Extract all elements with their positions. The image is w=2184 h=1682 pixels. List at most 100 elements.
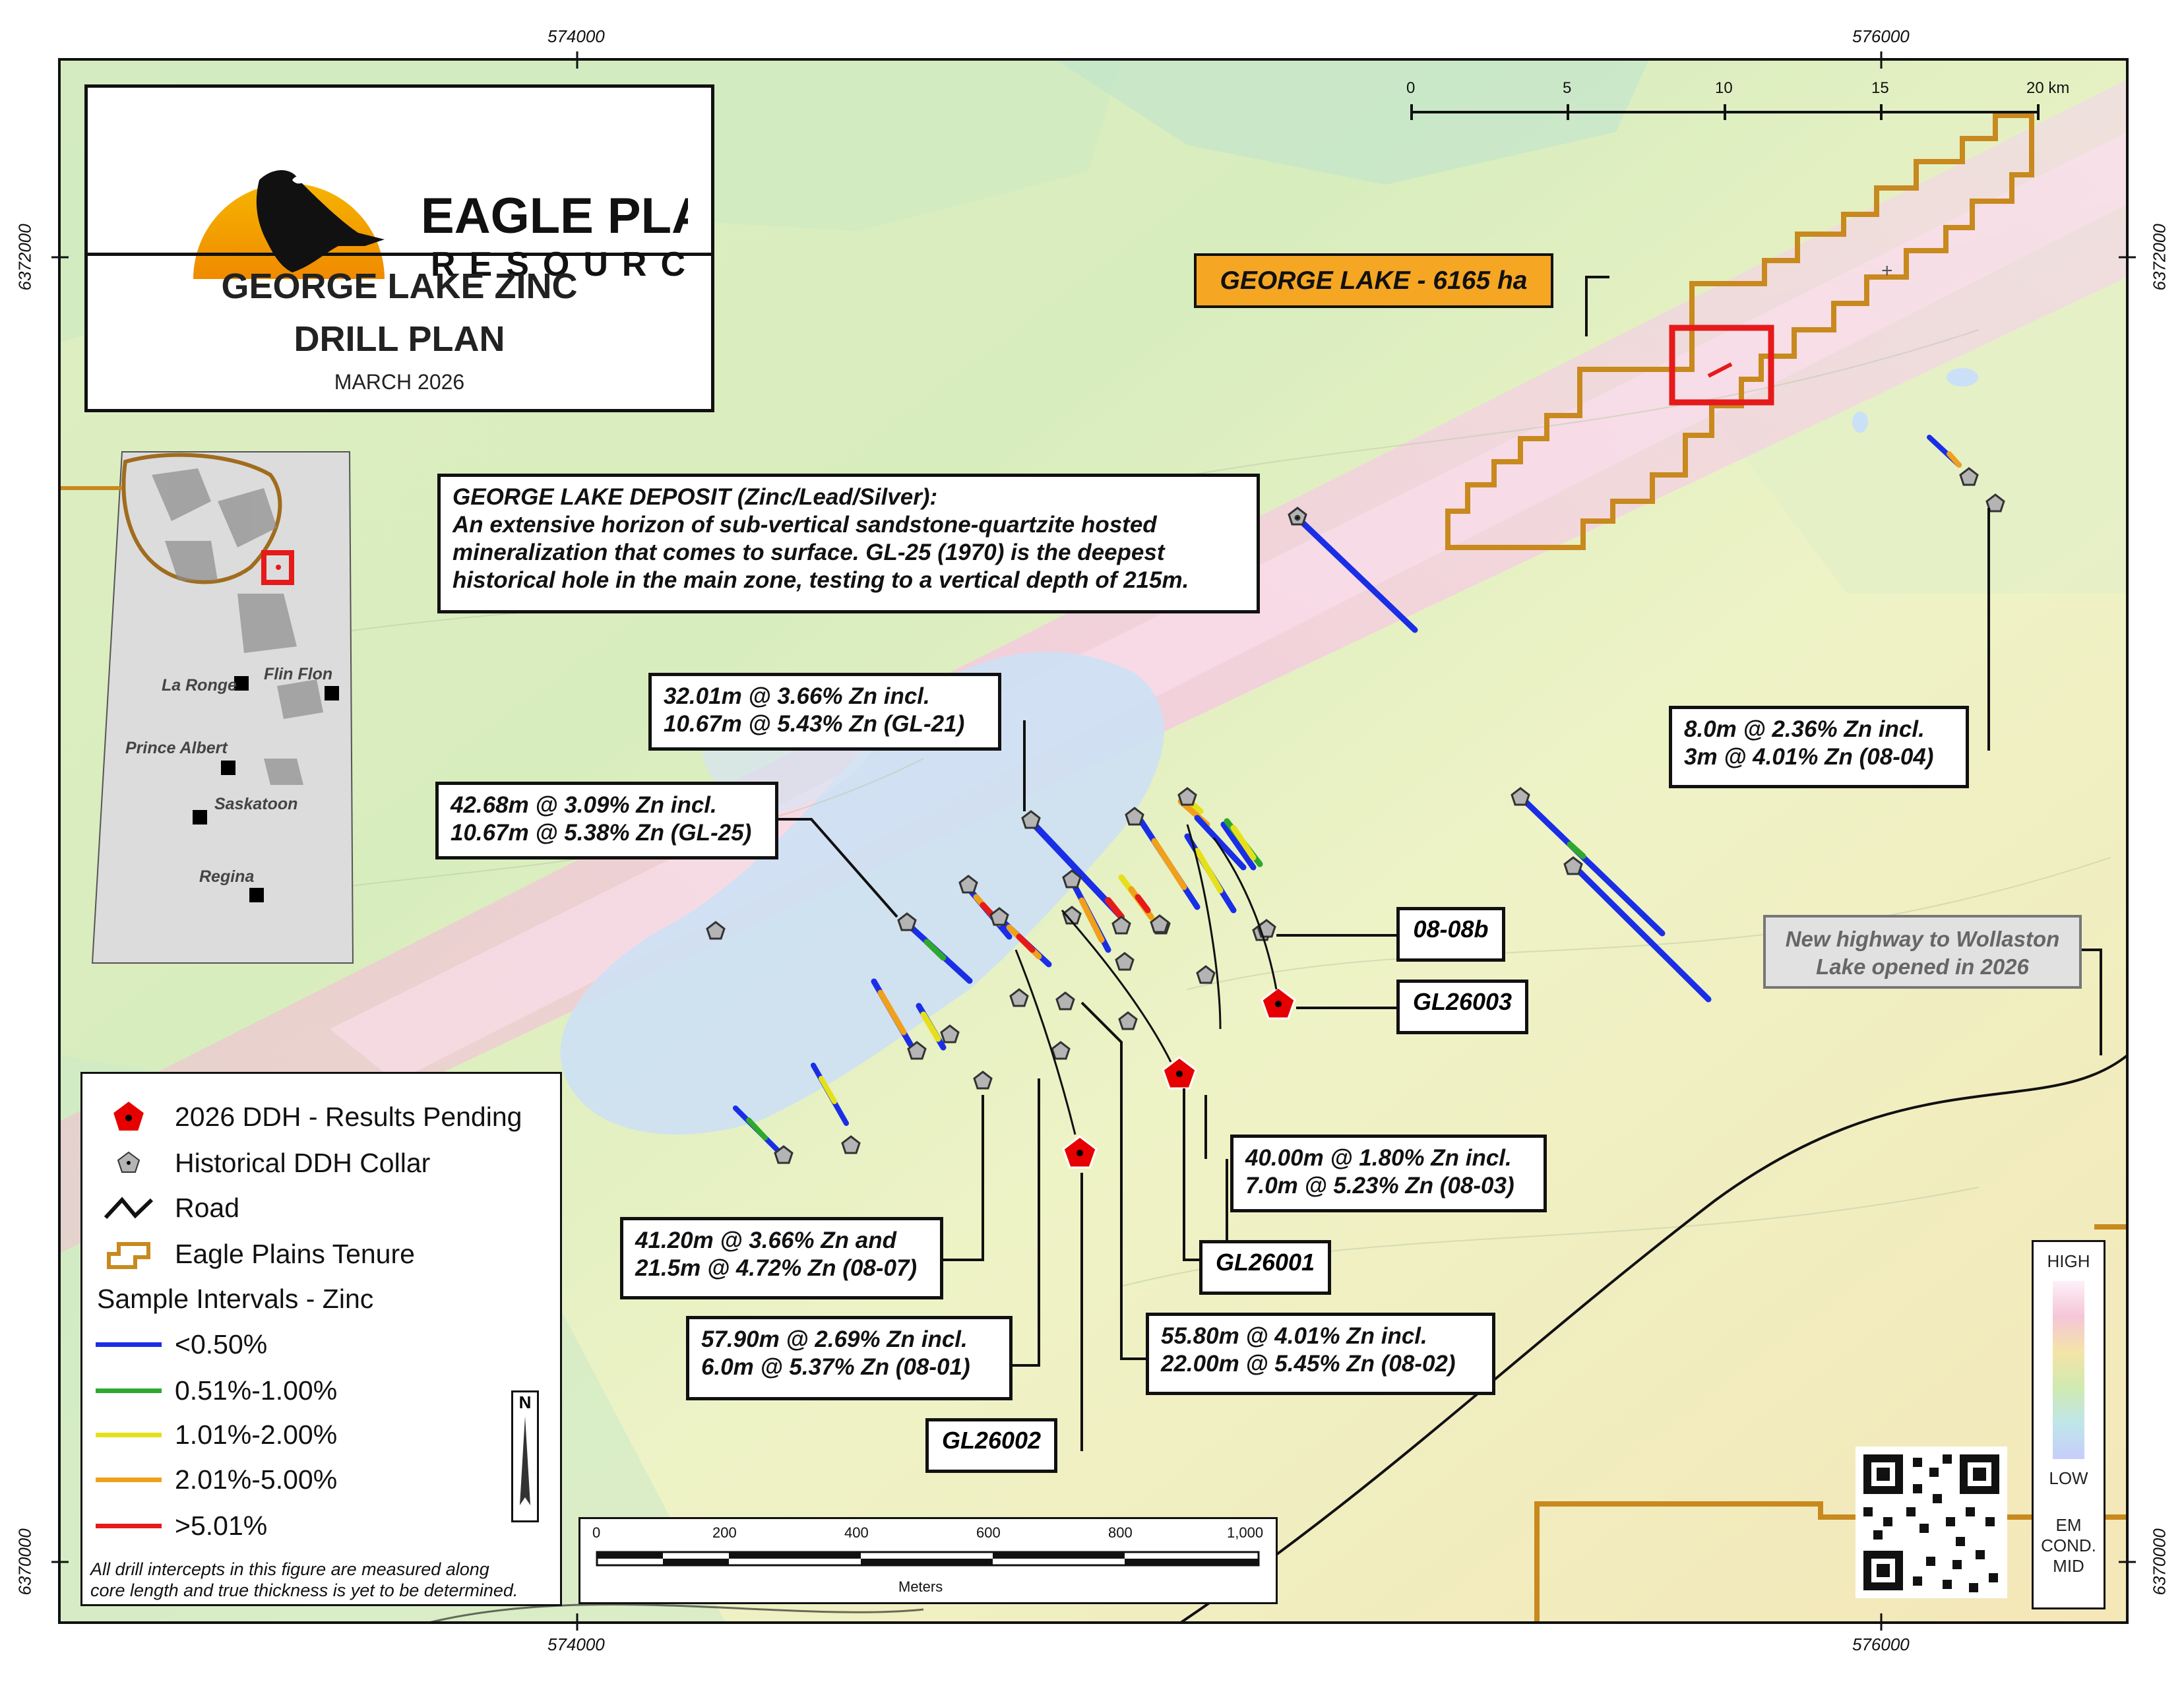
inset-town-la-ronge: La Ronge — [162, 676, 237, 695]
inset-town-regina: Regina — [199, 867, 255, 886]
tenure-outline — [1445, 113, 2034, 550]
historical-collar-icon — [1959, 467, 1979, 486]
deposit-note: GEORGE LAKE DEPOSIT (Zinc/Lead/Silver): … — [437, 474, 1260, 613]
intercept-gl21-line1: 32.01m @ 3.66% Zn incl. — [664, 683, 930, 709]
trace-main-h — [1220, 821, 1257, 871]
legend-label-bin-1: 0.51%-1.00% — [175, 1375, 338, 1406]
m-scale-tick-0: 0 — [592, 1524, 601, 1541]
deposit-note-heading: GEORGE LAKE DEPOSIT (Zinc/Lead/Silver): — [452, 484, 938, 510]
hole-label-gl26001: GL26001 — [1199, 1240, 1331, 1295]
trace-main-e — [1138, 818, 1201, 910]
hole-label-gl26003: GL26003 — [1396, 980, 1528, 1034]
legend-label-historical: Historical DDH Collar — [175, 1147, 431, 1178]
trace-sw1 — [871, 978, 914, 1047]
svg-text:EAGLE PLAINS: EAGLE PLAINS — [421, 188, 688, 244]
legend: 2026 DDH - Results Pending Historical DD… — [80, 1072, 562, 1606]
m-scale-tick-800: 800 — [1108, 1524, 1133, 1541]
map-frame — [58, 58, 2129, 1624]
historical-collar-icon — [1118, 1011, 1138, 1030]
intercept-0804-line2: 3m @ 4.01% Zn (08-04) — [1684, 744, 1934, 770]
intercept-gl21: 32.01m @ 3.66% Zn incl. 10.67m @ 5.43% Z… — [648, 673, 1001, 751]
grid-label-right-6370000: 6370000 — [2149, 1528, 2169, 1596]
trace-gl21 — [1028, 818, 1125, 920]
new-ddh-legend-icon — [111, 1100, 146, 1132]
legend-label-tenure: Eagle Plains Tenure — [175, 1238, 415, 1269]
intercept-0801-line1: 57.90m @ 2.69% Zn incl. — [701, 1326, 968, 1352]
m-scale-tick-400: 400 — [844, 1524, 869, 1541]
drill-traces — [733, 435, 1962, 1154]
highway-note-line2: Lake opened in 2026 — [1816, 954, 2029, 979]
legend-label-sample-heading: Sample Intervals - Zinc — [97, 1284, 374, 1314]
trace-0808b — [1194, 815, 1247, 871]
intercept-0802-line1: 55.80m @ 4.01% Zn incl. — [1161, 1323, 1427, 1349]
legend-footnote-line1: All drill intercepts in this figure are … — [90, 1559, 489, 1579]
legend-row-tenure: Eagle Plains Tenure — [96, 1237, 415, 1270]
road-legend-icon — [104, 1197, 154, 1220]
grid-label-left-6372000: 6372000 — [15, 224, 35, 291]
tenure-legend-icon — [107, 1242, 150, 1269]
legend-row-bin-4: >5.01% — [96, 1509, 267, 1542]
intercept-gl21-line2: 10.67m @ 5.43% Zn (GL-21) — [664, 711, 965, 737]
legend-label-bin-3: 2.01%-5.00% — [175, 1464, 338, 1495]
historical-collar-icon — [841, 1135, 861, 1154]
km-scale-bar — [1410, 104, 2040, 120]
intercept-0803-line1: 40.00m @ 1.80% Zn incl. — [1245, 1145, 1512, 1171]
historical-collar-icon — [1115, 952, 1135, 971]
m-scale-unit: Meters — [898, 1578, 943, 1595]
historical-collar-icon — [973, 1071, 993, 1090]
legend-row-bin-3: 2.01%-5.00% — [96, 1463, 337, 1496]
new-ddh-gl26002-icon — [1062, 1135, 1098, 1169]
legend-label-road: Road — [175, 1192, 240, 1223]
intercept-0803-line2: 7.0m @ 5.23% Zn (08-03) — [1245, 1173, 1514, 1199]
historical-collar-icon — [1177, 787, 1197, 806]
historical-collars — [706, 467, 2005, 1164]
meters-scale-graphic — [596, 1551, 1260, 1567]
intercept-0802-line2: 22.00m @ 5.45% Zn (08-02) — [1161, 1351, 1456, 1377]
highway-note-line1: New highway to Wollaston — [1785, 927, 2060, 951]
meters-scale-bar: 0 200 400 600 800 1,000 Meters — [578, 1517, 1278, 1604]
historical-ddh-legend-icon — [117, 1151, 140, 1173]
em-legend-line1: EM — [2055, 1515, 2082, 1535]
grid-label-top-574000: 574000 — [547, 26, 605, 46]
m-scale-tick-200: 200 — [712, 1524, 737, 1541]
km-scale-tick-10: 10 — [1715, 79, 1733, 97]
em-legend-line2: COND. — [2041, 1536, 2096, 1555]
trace-northwest — [1294, 514, 1418, 633]
km-scale-tick-0: 0 — [1406, 79, 1416, 97]
historical-collar-icon — [1009, 988, 1029, 1007]
bin-3-swatch — [96, 1477, 162, 1482]
em-legend-ramp — [2053, 1281, 2084, 1459]
intercept-0803: 40.00m @ 1.80% Zn incl. 7.0m @ 5.23% Zn … — [1230, 1135, 1547, 1212]
map-date: MARCH 2026 — [334, 370, 465, 394]
inset-location-box — [261, 550, 294, 585]
historical-collar-icon — [907, 1041, 927, 1060]
km-scale-tick-15: 15 — [1871, 79, 1889, 97]
historical-collar-icon — [1021, 810, 1041, 829]
north-arrow-icon — [520, 1416, 530, 1505]
grid-label-right-6372000: 6372000 — [2149, 224, 2169, 291]
north-arrow-label: N — [518, 1392, 532, 1412]
title-block: EAGLE PLAINS RESOURCES GEORGE LAKE ZINC … — [84, 84, 714, 412]
inset-town-flin-flon: Flin Flon — [264, 665, 333, 683]
historical-collar-icon — [1563, 856, 1583, 875]
m-scale-tick-1000: 1,000 — [1227, 1524, 1264, 1541]
legend-row-historical: Historical DDH Collar — [96, 1146, 430, 1179]
historical-collar-icon — [940, 1024, 960, 1043]
historical-collar-icon — [1125, 807, 1144, 826]
historical-collar-icon — [897, 912, 917, 931]
historical-collar-icon — [1511, 787, 1530, 806]
historical-collar-icon — [706, 921, 726, 940]
historical-collar-icon — [1985, 493, 2005, 513]
grid-label-bottom-574000: 574000 — [547, 1635, 605, 1654]
grid-cross: + — [1881, 260, 1893, 282]
intercept-gl25: 42.68m @ 3.09% Zn incl. 10.67m @ 5.38% Z… — [435, 782, 778, 859]
m-scale-tick-600: 600 — [976, 1524, 1001, 1541]
new-ddh-gl26003-icon — [1261, 986, 1296, 1020]
legend-footnote-line2: core length and true thickness is yet to… — [90, 1580, 518, 1600]
target-area-box — [1669, 325, 1774, 406]
inset-town-saskatoon: Saskatoon — [214, 795, 298, 813]
km-scale-tick-20: 20 km — [2026, 79, 2070, 97]
trace-sw4 — [733, 1106, 781, 1154]
trace-main-c — [1069, 877, 1111, 953]
